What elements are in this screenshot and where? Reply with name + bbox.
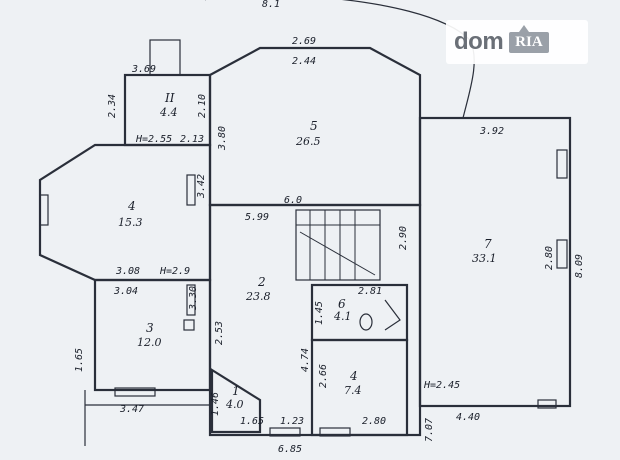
dim-2-53: 2.53 [214,321,225,345]
dim-5-99: 5.99 [245,212,269,223]
dim-2-34: 2.34 [107,94,118,118]
dim-3-92: 3.92 [479,126,504,137]
dim-2-80-right: 2.80 [544,246,555,270]
room-II-number: II [164,91,175,105]
dim-7-07: 7.07 [424,418,435,442]
room-5-area: 26.5 [295,135,321,148]
room-4-area: 15.3 [118,216,143,229]
room-2-area: 23.8 [245,290,271,303]
windows [39,149,568,437]
dim-2-64: 1.65 [74,348,85,372]
door-swing [384,299,401,331]
room-3-walls [93,278,212,392]
dim-2-10: 2.10 [197,94,208,118]
room-2-number: 2 [257,275,266,289]
dim-1-45: 1.45 [314,301,325,325]
room-6-number: 6 [338,297,346,311]
watermark-brand-text: dom [454,28,504,55]
dim-h-2-9: H=2.9 [159,266,190,277]
dim-1-23: 1.23 [280,416,304,427]
brand-watermark: dom RIA [446,20,588,64]
dim-3-04: 3.04 [113,286,138,297]
dim-h-2-55: H=2.55 [135,134,172,145]
dim-3-30: 3.30 [188,286,199,311]
dim-3-47: 3.47 [119,404,144,415]
room-3-number: 3 [146,321,154,335]
room-4b-number: 4 [349,369,358,383]
dim-1-65: 1.65 [240,416,264,427]
room-4b-area: 7.4 [344,384,362,397]
dim-3-69: 3.69 [131,64,156,75]
dim-6-0: 6.0 [284,195,302,206]
dim-2-13: 2.13 [180,134,204,145]
dim-2-90: 2.90 [398,226,409,250]
top-partial-dim: 8.1 [262,0,280,10]
room-4-number: 4 [127,199,136,213]
stairs [295,209,381,281]
toilet-symbol [359,313,373,331]
outline-arc [205,0,475,119]
room-7-number: 7 [484,237,492,251]
room-3-area: 12.0 [137,336,162,349]
dim-4-40: 4.40 [456,412,480,423]
dim-6-85: 6.85 [278,444,302,455]
room-1-number: 1 [232,384,240,398]
dim-2-69: 2.69 [292,36,316,47]
dim-2-44: 2.44 [292,56,316,67]
dim-3-42: 3.42 [196,174,207,199]
room-1-walls [210,368,262,434]
room-1-area: 4.0 [225,398,244,411]
dim-1-46: 1.46 [210,392,221,416]
dim-4-74: 4.74 [300,348,311,372]
room-4b-walls [310,338,409,437]
watermark-badge: RIA [509,24,549,53]
chimney [149,39,181,76]
dim-3-08: 3.08 [115,266,140,277]
room-II-area: 4.4 [159,106,178,119]
dim-2-81: 2.81 [358,286,382,297]
radiator-symbol [183,319,195,331]
dim-3-80: 3.80 [217,126,228,151]
dim-h-2-45: H=2.45 [423,380,460,391]
room-4-walls [38,143,212,282]
dim-2-80: 2.80 [362,416,386,427]
room-6-area: 4.1 [333,310,352,323]
dim-8-09: 8.09 [574,254,585,278]
dim-2-66: 2.66 [318,364,329,388]
room-7-area: 33.1 [472,252,497,265]
room-5-number: 5 [310,119,318,133]
